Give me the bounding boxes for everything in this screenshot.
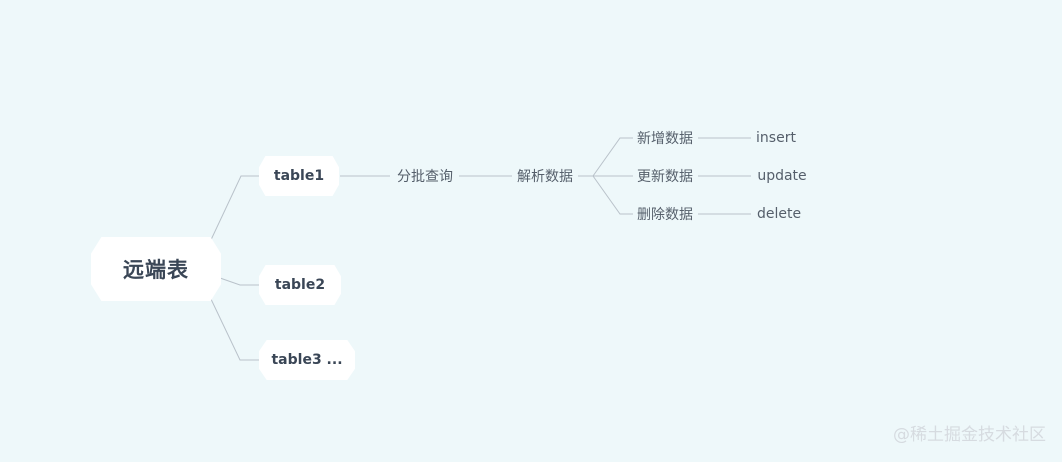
op-insert: insert <box>756 130 796 146</box>
table-label-3: table3 ... <box>271 352 343 368</box>
connector-junction-delete <box>592 175 633 215</box>
connector-root-table3 <box>209 296 259 361</box>
connector-root-table1 <box>209 175 259 243</box>
branch-label-update: 更新数据 <box>637 169 693 185</box>
table-label-1: table1 <box>273 168 325 184</box>
watermark: @稀土掘金技术社区 <box>893 425 1046 445</box>
op-delete: delete <box>756 206 802 222</box>
step-parse-data: 解析数据 <box>517 169 573 185</box>
table-node-1: table1 <box>259 156 339 196</box>
table-node-2: table2 <box>259 265 341 305</box>
table-label-2: table2 <box>274 277 326 293</box>
op-update: update <box>757 168 807 184</box>
root-node: 远端表 <box>91 237 221 301</box>
branch-label-new: 新增数据 <box>637 131 693 147</box>
step-batch-query: 分批查询 <box>397 169 453 185</box>
table-node-3: table3 ... <box>259 340 355 380</box>
connector-junction-insert <box>592 137 633 177</box>
root-label: 远端表 <box>123 258 189 282</box>
branch-label-delete: 删除数据 <box>637 207 693 223</box>
connector-root-table2 <box>219 277 259 286</box>
